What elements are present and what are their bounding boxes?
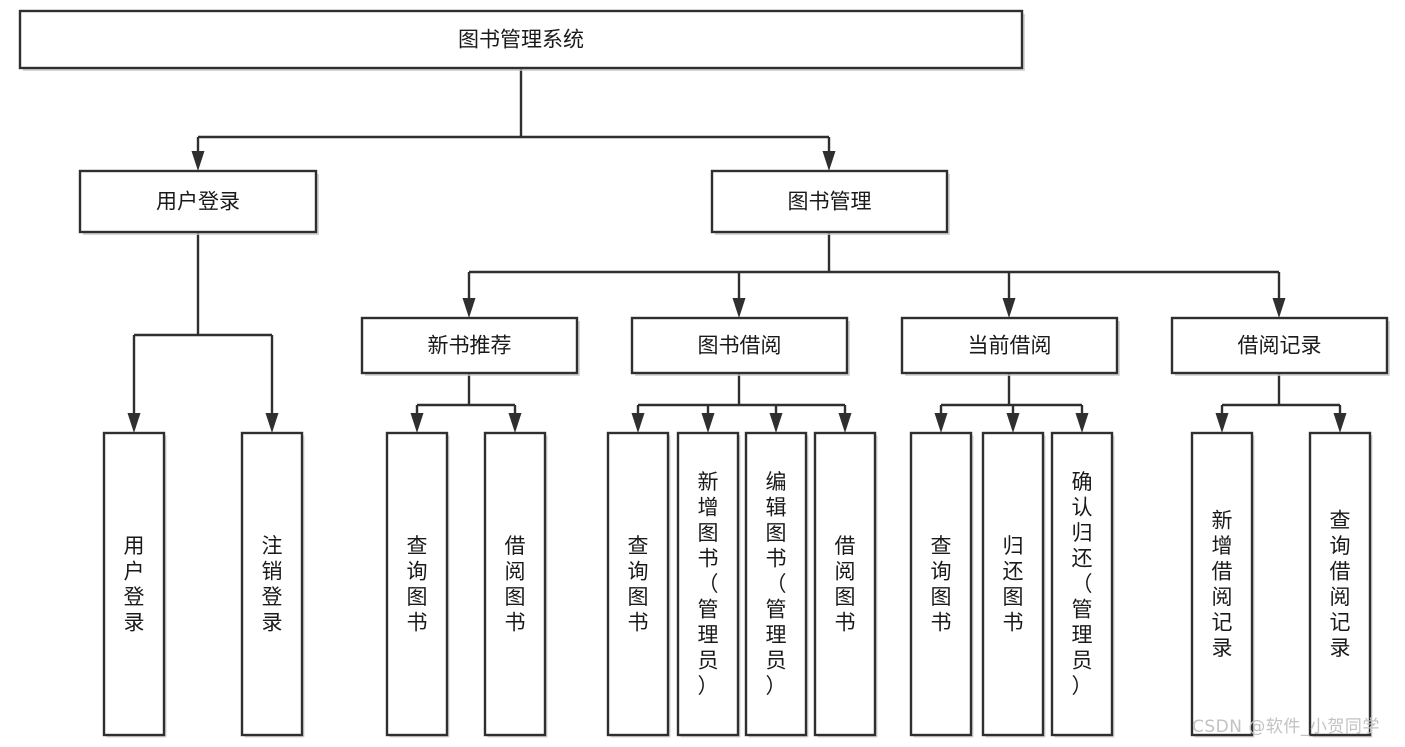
node-box-borrow-record[interactable] — [1170, 316, 1389, 375]
connector-conn-book-manage — [462, 232, 1286, 318]
node-leaf-borrow-book-rec[interactable]: 借阅图书 — [483, 431, 548, 738]
node-leaf-query-book-cur[interactable]: 查询图书 — [909, 431, 974, 738]
node-leaf-user-login[interactable]: 用户登录 — [102, 431, 167, 738]
connector-conn-current-borrow — [934, 373, 1089, 433]
node-label-leaf-add-borrow-record: 新增借阅记录 — [1212, 508, 1233, 660]
node-label-leaf-query-book-borrow: 查询图书 — [628, 534, 649, 635]
node-leaf-edit-book-admin[interactable]: 编辑图书（管理员） — [744, 431, 809, 738]
node-leaf-return-book[interactable]: 归还图书 — [981, 431, 1046, 738]
node-box-book-borrow[interactable] — [630, 316, 849, 375]
connector-conn-root — [191, 68, 836, 171]
node-box-leaf-logout[interactable] — [240, 431, 304, 737]
node-box-leaf-add-borrow-record[interactable] — [1190, 431, 1254, 737]
connector-conn-book-borrow — [631, 373, 852, 433]
node-box-leaf-edit-book-admin[interactable] — [744, 431, 808, 737]
node-label-leaf-query-book-cur: 查询图书 — [931, 534, 952, 635]
node-label-root: 图书管理系统 — [458, 28, 584, 52]
node-leaf-query-book-rec[interactable]: 查询图书 — [385, 431, 450, 738]
node-leaf-add-borrow-record[interactable]: 新增借阅记录 — [1190, 431, 1255, 738]
node-label-leaf-edit-book-admin: 编辑图书（管理员） — [766, 470, 787, 698]
node-box-leaf-user-login[interactable] — [102, 431, 166, 737]
node-box-user-login[interactable] — [78, 169, 318, 234]
node-box-new-book-recommend[interactable] — [360, 316, 579, 375]
node-label-leaf-return-book: 归还图书 — [1003, 534, 1024, 635]
node-box-leaf-query-book-borrow[interactable] — [606, 431, 670, 737]
node-box-leaf-borrow-book-rec[interactable] — [483, 431, 547, 737]
node-label-borrow-record: 借阅记录 — [1238, 334, 1322, 358]
node-box-leaf-return-book[interactable] — [981, 431, 1045, 737]
node-leaf-query-borrow-record[interactable]: 查询借阅记录 — [1308, 431, 1373, 738]
csdn-watermark: CSDN @软件_小贺同学 — [1192, 717, 1380, 737]
node-leaf-borrow-book[interactable]: 借阅图书 — [813, 431, 878, 738]
connector-conn-new-book-recommend — [410, 373, 522, 433]
node-label-leaf-borrow-book-rec: 借阅图书 — [505, 534, 526, 635]
node-label-book-borrow: 图书借阅 — [698, 334, 782, 358]
node-box-root[interactable] — [18, 9, 1024, 70]
node-box-leaf-query-borrow-record[interactable] — [1308, 431, 1372, 737]
node-leaf-add-book-admin[interactable]: 新增图书（管理员） — [676, 431, 741, 738]
connector-layer — [127, 68, 1347, 433]
node-label-leaf-confirm-return-admin: 确认归还（管理员） — [1072, 470, 1093, 698]
node-new-book-recommend[interactable]: 新书推荐 — [360, 316, 580, 376]
node-leaf-query-book-borrow[interactable]: 查询图书 — [606, 431, 671, 738]
node-user-login[interactable]: 用户登录 — [78, 169, 319, 235]
node-box-leaf-borrow-book[interactable] — [813, 431, 877, 737]
node-box-leaf-add-book-admin[interactable] — [676, 431, 740, 737]
connector-conn-user-login — [127, 232, 279, 433]
node-label-leaf-borrow-book: 借阅图书 — [835, 534, 856, 635]
node-label-book-manage: 图书管理 — [788, 190, 872, 214]
node-box-book-manage[interactable] — [710, 169, 949, 234]
node-label-leaf-query-borrow-record: 查询借阅记录 — [1330, 508, 1351, 660]
node-leaf-confirm-return-admin[interactable]: 确认归还（管理员） — [1050, 431, 1115, 738]
node-label-new-book-recommend: 新书推荐 — [428, 334, 512, 358]
node-label-leaf-user-login: 用户登录 — [124, 534, 145, 635]
node-label-leaf-query-book-rec: 查询图书 — [407, 534, 428, 635]
node-book-borrow[interactable]: 图书借阅 — [630, 316, 850, 376]
connector-conn-borrow-record — [1215, 373, 1347, 433]
node-label-leaf-logout: 注销登录 — [262, 534, 283, 635]
node-box-leaf-confirm-return-admin[interactable] — [1050, 431, 1114, 737]
node-current-borrow[interactable]: 当前借阅 — [900, 316, 1120, 376]
node-borrow-record[interactable]: 借阅记录 — [1170, 316, 1390, 376]
node-leaf-logout[interactable]: 注销登录 — [240, 431, 305, 738]
node-box-leaf-query-book-cur[interactable] — [909, 431, 973, 737]
node-box-leaf-query-book-rec[interactable] — [385, 431, 449, 737]
node-layer: 图书管理系统用户登录图书管理新书推荐图书借阅当前借阅借阅记录用户登录注销登录查询… — [18, 9, 1390, 738]
node-label-leaf-add-book-admin: 新增图书（管理员） — [698, 470, 719, 698]
node-box-current-borrow[interactable] — [900, 316, 1119, 375]
node-label-user-login: 用户登录 — [156, 190, 240, 214]
node-book-manage[interactable]: 图书管理 — [710, 169, 950, 235]
node-label-current-borrow: 当前借阅 — [968, 334, 1052, 358]
node-root[interactable]: 图书管理系统 — [18, 9, 1025, 71]
